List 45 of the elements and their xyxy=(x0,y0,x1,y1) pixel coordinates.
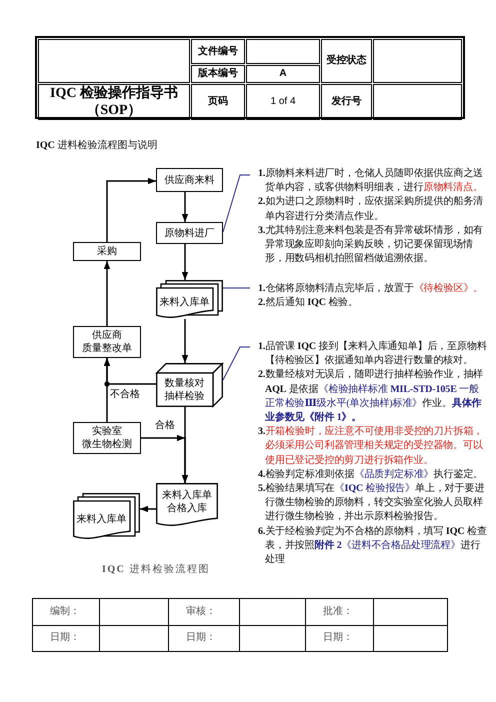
approval-label: 编制： xyxy=(50,606,80,618)
note-text: 1.仓储将原物料清点完毕后，放置于《待检验区》。 xyxy=(258,282,484,296)
process-box: 采购 xyxy=(73,242,141,261)
field-value: 1 of 4 xyxy=(269,96,297,108)
document-shape: 来料入库单合格入库 xyxy=(156,483,218,527)
date-label: 日期： xyxy=(323,632,353,644)
arrow xyxy=(182,407,188,483)
field-label: 文件编号 xyxy=(197,46,239,58)
document-title: IQC 检验操作指导书（SOP） xyxy=(49,85,179,119)
approval-label: 审核： xyxy=(186,606,216,618)
arrow xyxy=(106,178,156,242)
field-label: 受控状态 xyxy=(326,55,368,67)
figure-caption: IQC 进料检验流程图 xyxy=(102,563,210,576)
process-box: 原物料进厂 xyxy=(156,222,223,244)
field-label: 版本编号 xyxy=(196,68,239,80)
edge-label: 不合格 xyxy=(109,389,141,401)
date-label: 日期： xyxy=(186,632,216,644)
note-text: 4.检验判定标准则依据《品质判定标准》执行鉴定。 xyxy=(258,468,484,482)
process-box: 供应商质量整改单 xyxy=(73,326,141,358)
note-text: 2.然后通知 IQC 检验。 xyxy=(258,296,360,310)
process-box: 供应商来料 xyxy=(156,168,223,192)
approval-label: 批准： xyxy=(323,606,353,618)
section-title: IQC 进料检验流程图与说明 xyxy=(36,139,158,152)
note-text: 6.关于经检验判定为不合格的原物料，填写 IQC 检查表，并按照附件 2《进料不合格品处理流程》进行处理 xyxy=(258,524,488,568)
date-label: 日期： xyxy=(50,632,80,644)
note-text: 2.如为进口之原物料时，应依据采购所提供的船务清单内容进行分类清点作业。 xyxy=(258,195,484,224)
arrow xyxy=(104,261,110,326)
field-value: A xyxy=(278,68,288,80)
field-label: 页码 xyxy=(207,96,229,108)
leader-line xyxy=(222,174,250,232)
note-text: 3.开箱检验时，应注意不可使用非受控的刀片拆箱，必须采用公司利器管理相关规定的受控器物。可以使用已登记受控的剪刀进行拆箱作业。 xyxy=(258,425,484,468)
leader-line xyxy=(222,346,250,380)
note-text: 5.检验结果填写在《IQC 检验报告》单上，对于要进行微生物检验的原物料，转交实验室化验人员取样进行微生物检验，并出示原料检验报告。 xyxy=(258,482,486,524)
arrow xyxy=(182,319,188,363)
field-label: 发行号 xyxy=(330,96,362,108)
process-box: 实验室微生物检测 xyxy=(73,422,141,454)
edge-label: 合格 xyxy=(154,420,176,432)
arrow xyxy=(182,244,188,280)
arrow xyxy=(140,506,156,512)
note-text: 1.原物料来料进厂时，仓储人员随即依据供应商之送货单内容，或客供物料明细表，进行原物料清点。 xyxy=(258,167,484,196)
note-text: 2.数量经核对无误后，随即进行抽样检验作业，抽样 AQL 是依据《检验抽样标准 MIL-STD-105E 一般正常检验Ⅲ级水平(单次抽样)标准》作业。具体作业参数见《附件 1》。 xyxy=(258,368,484,426)
note-text: 1.品管课 IQC 接到【来料入库通知单】后，至原物料【待检验区】依据通知单内容进行数量的核对。 xyxy=(258,340,488,368)
arrow xyxy=(104,358,110,422)
arrow xyxy=(182,192,188,222)
note-text: 3.尤其特别注意来料包装是否有异常破坏情形，如有异常现象应即刻向采购反映，切记要保留现场情形，用数码相机拍照留档做追溯依据。 xyxy=(258,224,484,266)
